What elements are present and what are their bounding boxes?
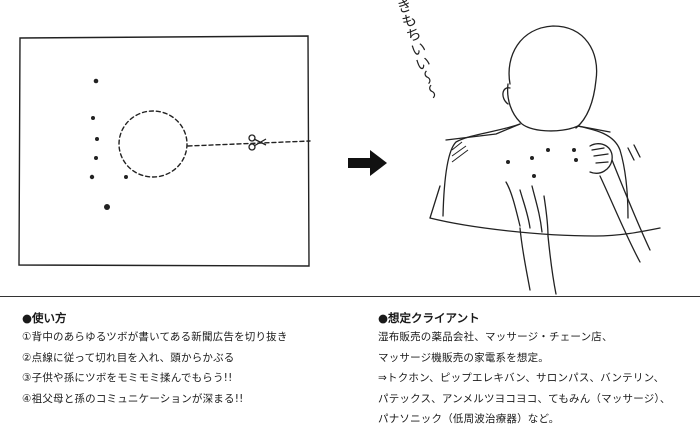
clients-line: パナソニック（低周波治療器）など。 [378, 413, 560, 425]
scissors-icon [248, 134, 267, 151]
newspaper-sketch [18, 35, 311, 267]
clients-line: マッサージ機販売の家電系を想定。 [378, 351, 549, 364]
usage-item: ④祖父母と孫のコミュニケーションが深まる!! [22, 392, 244, 405]
person-sketch [429, 25, 661, 295]
pressure-point-dots [89, 78, 128, 210]
usage-item: ③子供や孫にツボをモミモミ揉んでもらう!! [22, 372, 233, 384]
usage-heading: ●使い方 [22, 311, 67, 325]
back-pressure-dots [506, 148, 578, 178]
clients-line: ⇒トクホン、ピップエレキバン、サロンパス、バンテリン、 [378, 372, 665, 384]
clients-heading: ●想定クライアント [378, 311, 480, 325]
usage-item: ②点線に従って切れ目を入れ、頭からかぶる [22, 351, 235, 364]
illustration-canvas [18, 25, 661, 295]
clients-section: ●想定クライアント 湿布販売の薬品会社、マッサージ・チェーン店、 マッサージ機販… [378, 309, 698, 430]
clients-line: 湿布販売の薬品会社、マッサージ・チェーン店、 [378, 331, 613, 343]
usage-section: ●使い方 ①背中のあらゆるツボが書いてある新聞広告を切り抜き ②点線に従って切れ… [22, 309, 342, 409]
hatch-shading [451, 141, 469, 163]
right-arrow-icon [348, 150, 387, 176]
section-divider [0, 296, 700, 297]
usage-item: ①背中のあらゆるツボが書いてある新聞広告を切り抜き [22, 331, 288, 343]
clients-line: パテックス、アンメルツヨコヨコ、てもみん（マッサージ）、 [378, 392, 671, 405]
